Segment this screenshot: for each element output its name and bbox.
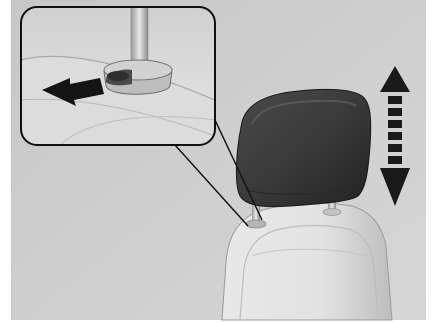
seat-back (222, 203, 392, 320)
post-guide-right (323, 209, 341, 216)
release-button-icon (104, 60, 172, 94)
post-guide-left (246, 220, 266, 228)
inset-detail (21, 7, 215, 145)
